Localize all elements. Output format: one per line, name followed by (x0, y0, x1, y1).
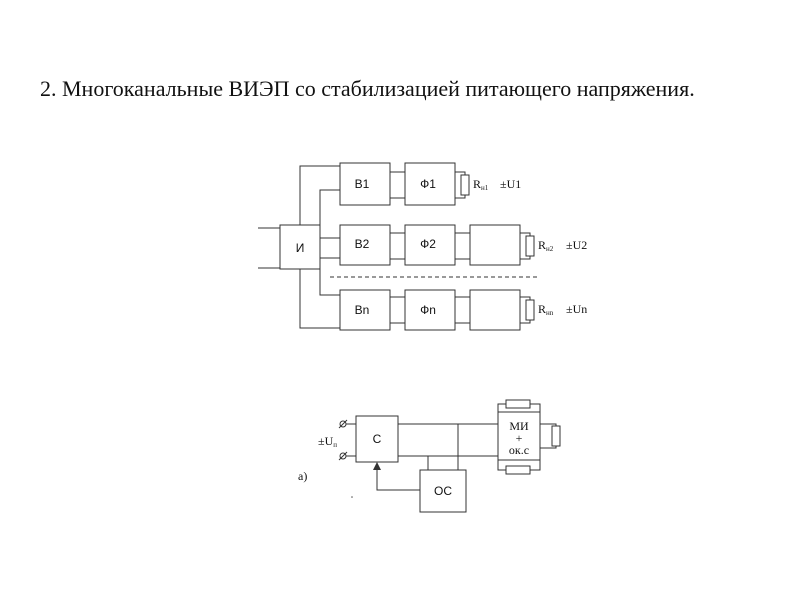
filter-block-1 (404, 162, 456, 206)
load-resistor-n (525, 299, 535, 321)
diagram-caption: а) (298, 469, 307, 483)
bridge-resistor-top (505, 399, 531, 409)
bus-channel-1-upper (299, 165, 340, 225)
input-voltage-label: ±Uп (318, 434, 337, 449)
bridge-resistor-bottom (505, 465, 531, 475)
filter-block-2 (404, 224, 456, 266)
load-label-n: Rнn (538, 302, 554, 317)
stray-dot (351, 496, 353, 498)
stabilized-diagram: ±Uп С ОС МИ + ок.с (298, 399, 561, 513)
stabilizer-block-2 (469, 224, 521, 266)
inverter-block (279, 224, 321, 270)
load-resistor-1 (460, 174, 470, 196)
feedback-arrow (373, 462, 381, 470)
rectifier-label-2: В2 (355, 237, 370, 251)
output-label-1: ±U1 (500, 177, 521, 191)
bus-channel-1-lower (319, 189, 340, 203)
stabilizer-block (355, 415, 399, 463)
output-label-2: ±U2 (566, 238, 587, 252)
measurement-plus: + (516, 431, 523, 445)
load-label-2: Rн2 (538, 238, 554, 253)
load-label-1: Rн1 (473, 177, 489, 192)
rectifier-block-1 (339, 162, 391, 206)
bus-channel-n-lower (299, 269, 340, 329)
measurement-label: МИ (509, 419, 529, 433)
feedback-label: ОС (434, 484, 452, 498)
rectifier-label-1: В1 (355, 177, 370, 191)
rectifier-block-n (339, 289, 391, 331)
filter-label-2: Ф2 (420, 237, 436, 251)
inverter-label: И (296, 241, 305, 255)
measurement-sublabel: ок.с (509, 443, 529, 457)
stabilizer-label: С (373, 432, 382, 446)
feedback-wire (376, 468, 420, 491)
filter-label-n: Фn (420, 303, 436, 317)
output-label-n: ±Un (566, 302, 587, 316)
output-load-resistor (551, 425, 561, 447)
rectifier-block-2 (339, 224, 391, 266)
rectifier-label-n: Вn (355, 303, 370, 317)
measurement-block (497, 411, 541, 461)
filter-label-1: Ф1 (420, 177, 436, 191)
stabilizer-block-n (469, 289, 521, 331)
load-resistor-2 (525, 235, 535, 257)
filter-block-n (404, 289, 456, 331)
bus-channel-n-upper (319, 269, 340, 296)
feedback-block (419, 469, 467, 513)
slide-title: 2. Многоканальные ВИЭП со стабилизацией … (40, 76, 695, 101)
multichannel-diagram: И В1 Ф1 Rн1 ±U1 В2 (258, 162, 587, 331)
